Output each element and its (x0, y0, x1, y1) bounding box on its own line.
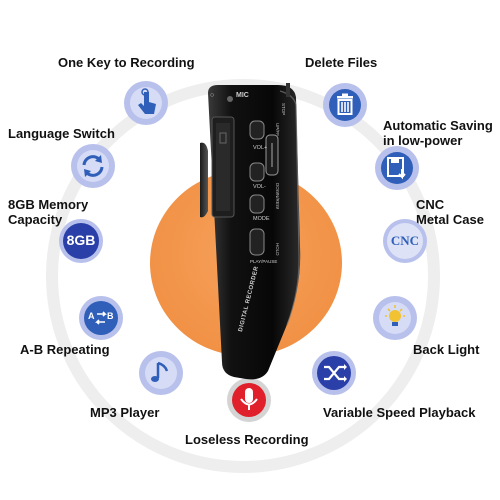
microphone-icon (226, 377, 272, 423)
stop-label: STOP (281, 103, 286, 116)
mic-label: MIC (236, 92, 249, 99)
label-auto-saving-line1: Automatic Saving (383, 118, 493, 133)
light-bulb-icon (372, 295, 418, 341)
up-ff-label: UP/FF (275, 123, 280, 136)
label-ab-repeating: A-B Repeating (20, 342, 110, 357)
cnc-badge-icon: CNC (382, 218, 428, 264)
ab-right-letter: B (107, 311, 114, 321)
down-rew-label: DOWN/REW (275, 183, 280, 209)
music-note-icon (138, 350, 184, 396)
label-mp3: MP3 Player (90, 405, 160, 420)
label-auto-saving-line2: in low-power (383, 133, 463, 148)
memory-badge-text: 8GB (66, 232, 96, 248)
save-icon (374, 145, 420, 191)
label-language: Language Switch (8, 126, 115, 141)
trash-icon (322, 82, 368, 128)
ab-repeat-icon: A B (78, 295, 124, 341)
vol-down-label: VOL- (253, 184, 266, 190)
vol-up-label: VOL+ (253, 145, 268, 151)
label-auto-saving: Automatic Saving in low-power (383, 118, 493, 148)
label-cnc: CNC Metal Case (416, 197, 484, 227)
play-pause-label: PLAY/PAUSE (250, 259, 278, 264)
label-lossless: Loseless Recording (185, 432, 309, 447)
label-delete: Delete Files (305, 55, 378, 70)
label-memory: 8GB Memory Capacity (8, 197, 88, 227)
label-backlight: Back Light (413, 342, 480, 357)
ab-left-letter: A (88, 311, 95, 321)
label-cnc-line2: Metal Case (416, 212, 484, 227)
label-memory-line1: 8GB Memory (8, 197, 89, 212)
memory-badge-icon: 8GB (58, 218, 104, 264)
hold-label: HOLD (275, 243, 280, 256)
label-one-key: One Key to Recording (58, 55, 195, 70)
label-cnc-line1: CNC (416, 197, 445, 212)
cnc-badge-text: CNC (390, 233, 420, 248)
refresh-icon (70, 143, 116, 189)
shuffle-icon (311, 350, 357, 396)
touch-icon (123, 80, 169, 126)
voice-recorder-device: ○ MIC VOL+ VOL- MODE PLAY/PAUSE UP/FF DO… (200, 83, 304, 383)
headphone-jack-icon: ○ (210, 92, 215, 99)
label-variable-speed: Variable Speed Playback (323, 405, 476, 420)
label-memory-line2: Capacity (8, 212, 63, 227)
mode-label: MODE (253, 216, 270, 222)
